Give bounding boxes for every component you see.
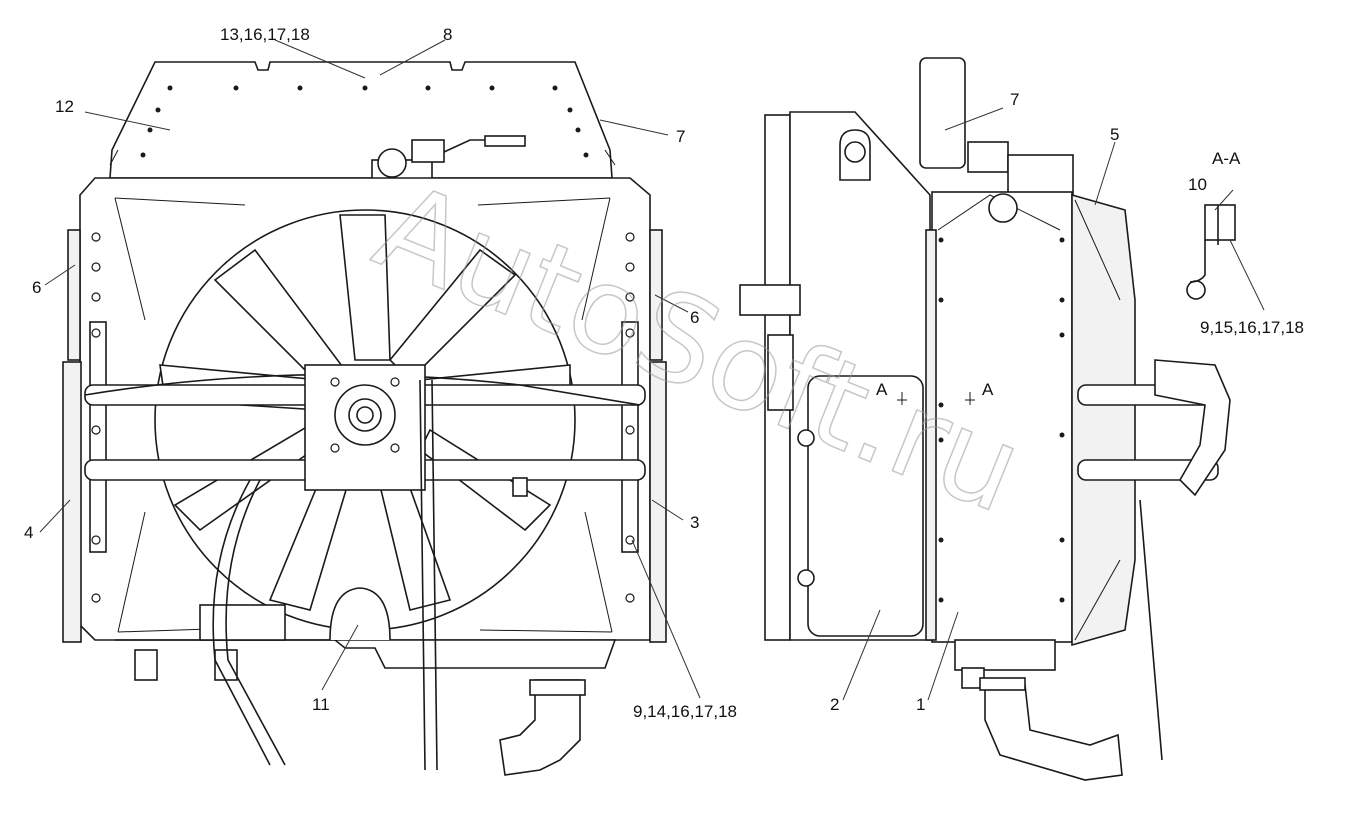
panel-fastener-upper [797, 429, 815, 447]
shroud-lines [114, 197, 613, 633]
drain-hose-2-b [431, 379, 438, 771]
section-mark-right: A [982, 380, 994, 399]
fan-shroud-side [1071, 193, 1136, 647]
section-bracket [1204, 204, 1236, 241]
cover-bolts [140, 85, 589, 158]
connector-block [767, 334, 794, 411]
filler-cap [377, 148, 407, 178]
callout-2: 2 [830, 695, 839, 714]
section-title: A-A [1212, 149, 1241, 168]
drain-hose-2 [419, 379, 426, 771]
cover-tab-left [109, 149, 119, 166]
side-bottom-tank [954, 639, 1056, 671]
callout-9-15-16-17-18: 9,15,16,17,18 [1200, 318, 1304, 337]
bracket-left [89, 321, 107, 553]
callout-11: 11 [312, 695, 330, 714]
leader-lines [39, 39, 1265, 701]
drain-valve-left [134, 649, 158, 681]
side-filler [967, 141, 1009, 173]
core-side-strip [925, 229, 937, 641]
sensor-bracket [739, 284, 801, 316]
callout-7-right: 7 [1010, 90, 1019, 109]
hub-center [356, 406, 374, 424]
section-mark-left: A [876, 380, 888, 399]
callout-6-right: 6 [690, 308, 699, 327]
outlet-flange [529, 679, 586, 696]
access-panel [807, 375, 924, 637]
panel-fastener-lower [797, 569, 815, 587]
core-bolts [938, 237, 1065, 603]
pipe-clamp [484, 135, 526, 147]
side-outlet-pipe [984, 684, 1123, 781]
callout-13-16-17-18: 13,16,17,18 [220, 25, 310, 44]
outlet-pipe [499, 679, 581, 776]
section-arrow-right [965, 392, 975, 405]
section-clamp-ring [1186, 280, 1206, 300]
seal-strip-right [649, 361, 667, 643]
frame-bolts [91, 232, 635, 603]
callout-4: 4 [24, 523, 33, 542]
callout-7-left: 7 [676, 127, 685, 146]
callout-12: 12 [55, 97, 74, 116]
callout-1: 1 [916, 695, 925, 714]
callout-labels: 13,16,17,18 8 12 7 6 6 4 3 11 9,14,16,17… [24, 25, 1304, 721]
callout-6-left: 6 [32, 278, 41, 297]
filler-body [411, 139, 445, 163]
drain-hose-1-b [225, 479, 286, 766]
side-view [739, 57, 1236, 781]
side-filler-body [1007, 154, 1074, 196]
drain-bracket [329, 587, 391, 641]
bracket-right [621, 321, 639, 553]
side-outlet-flange [979, 677, 1026, 691]
shroud-folds [1074, 199, 1121, 641]
top-cover-plate [109, 61, 613, 179]
hose-clamp [512, 477, 528, 497]
section-arrow-left [897, 392, 907, 405]
section-detail [1186, 204, 1236, 300]
callout-3: 3 [690, 513, 699, 532]
drain-hose-1 [212, 479, 271, 766]
callout-10: 10 [1188, 175, 1207, 194]
callout-9-14-16-17-18: 9,14,16,17,18 [633, 702, 737, 721]
section-clamp-band [1189, 240, 1206, 283]
lifting-eye-hole [844, 141, 866, 163]
core-eye [988, 193, 1018, 223]
support-rod [1139, 499, 1163, 761]
fan-drive [1154, 359, 1231, 497]
callout-5: 5 [1110, 125, 1119, 144]
seal-strip-left-upper [67, 229, 81, 361]
callout-8: 8 [443, 25, 452, 44]
top-plate [919, 57, 966, 169]
cover-tab-right [604, 149, 616, 166]
seal-strip-left [62, 361, 82, 643]
front-view [62, 61, 667, 776]
core-arch [937, 194, 1061, 231]
bottom-tank [115, 639, 617, 669]
